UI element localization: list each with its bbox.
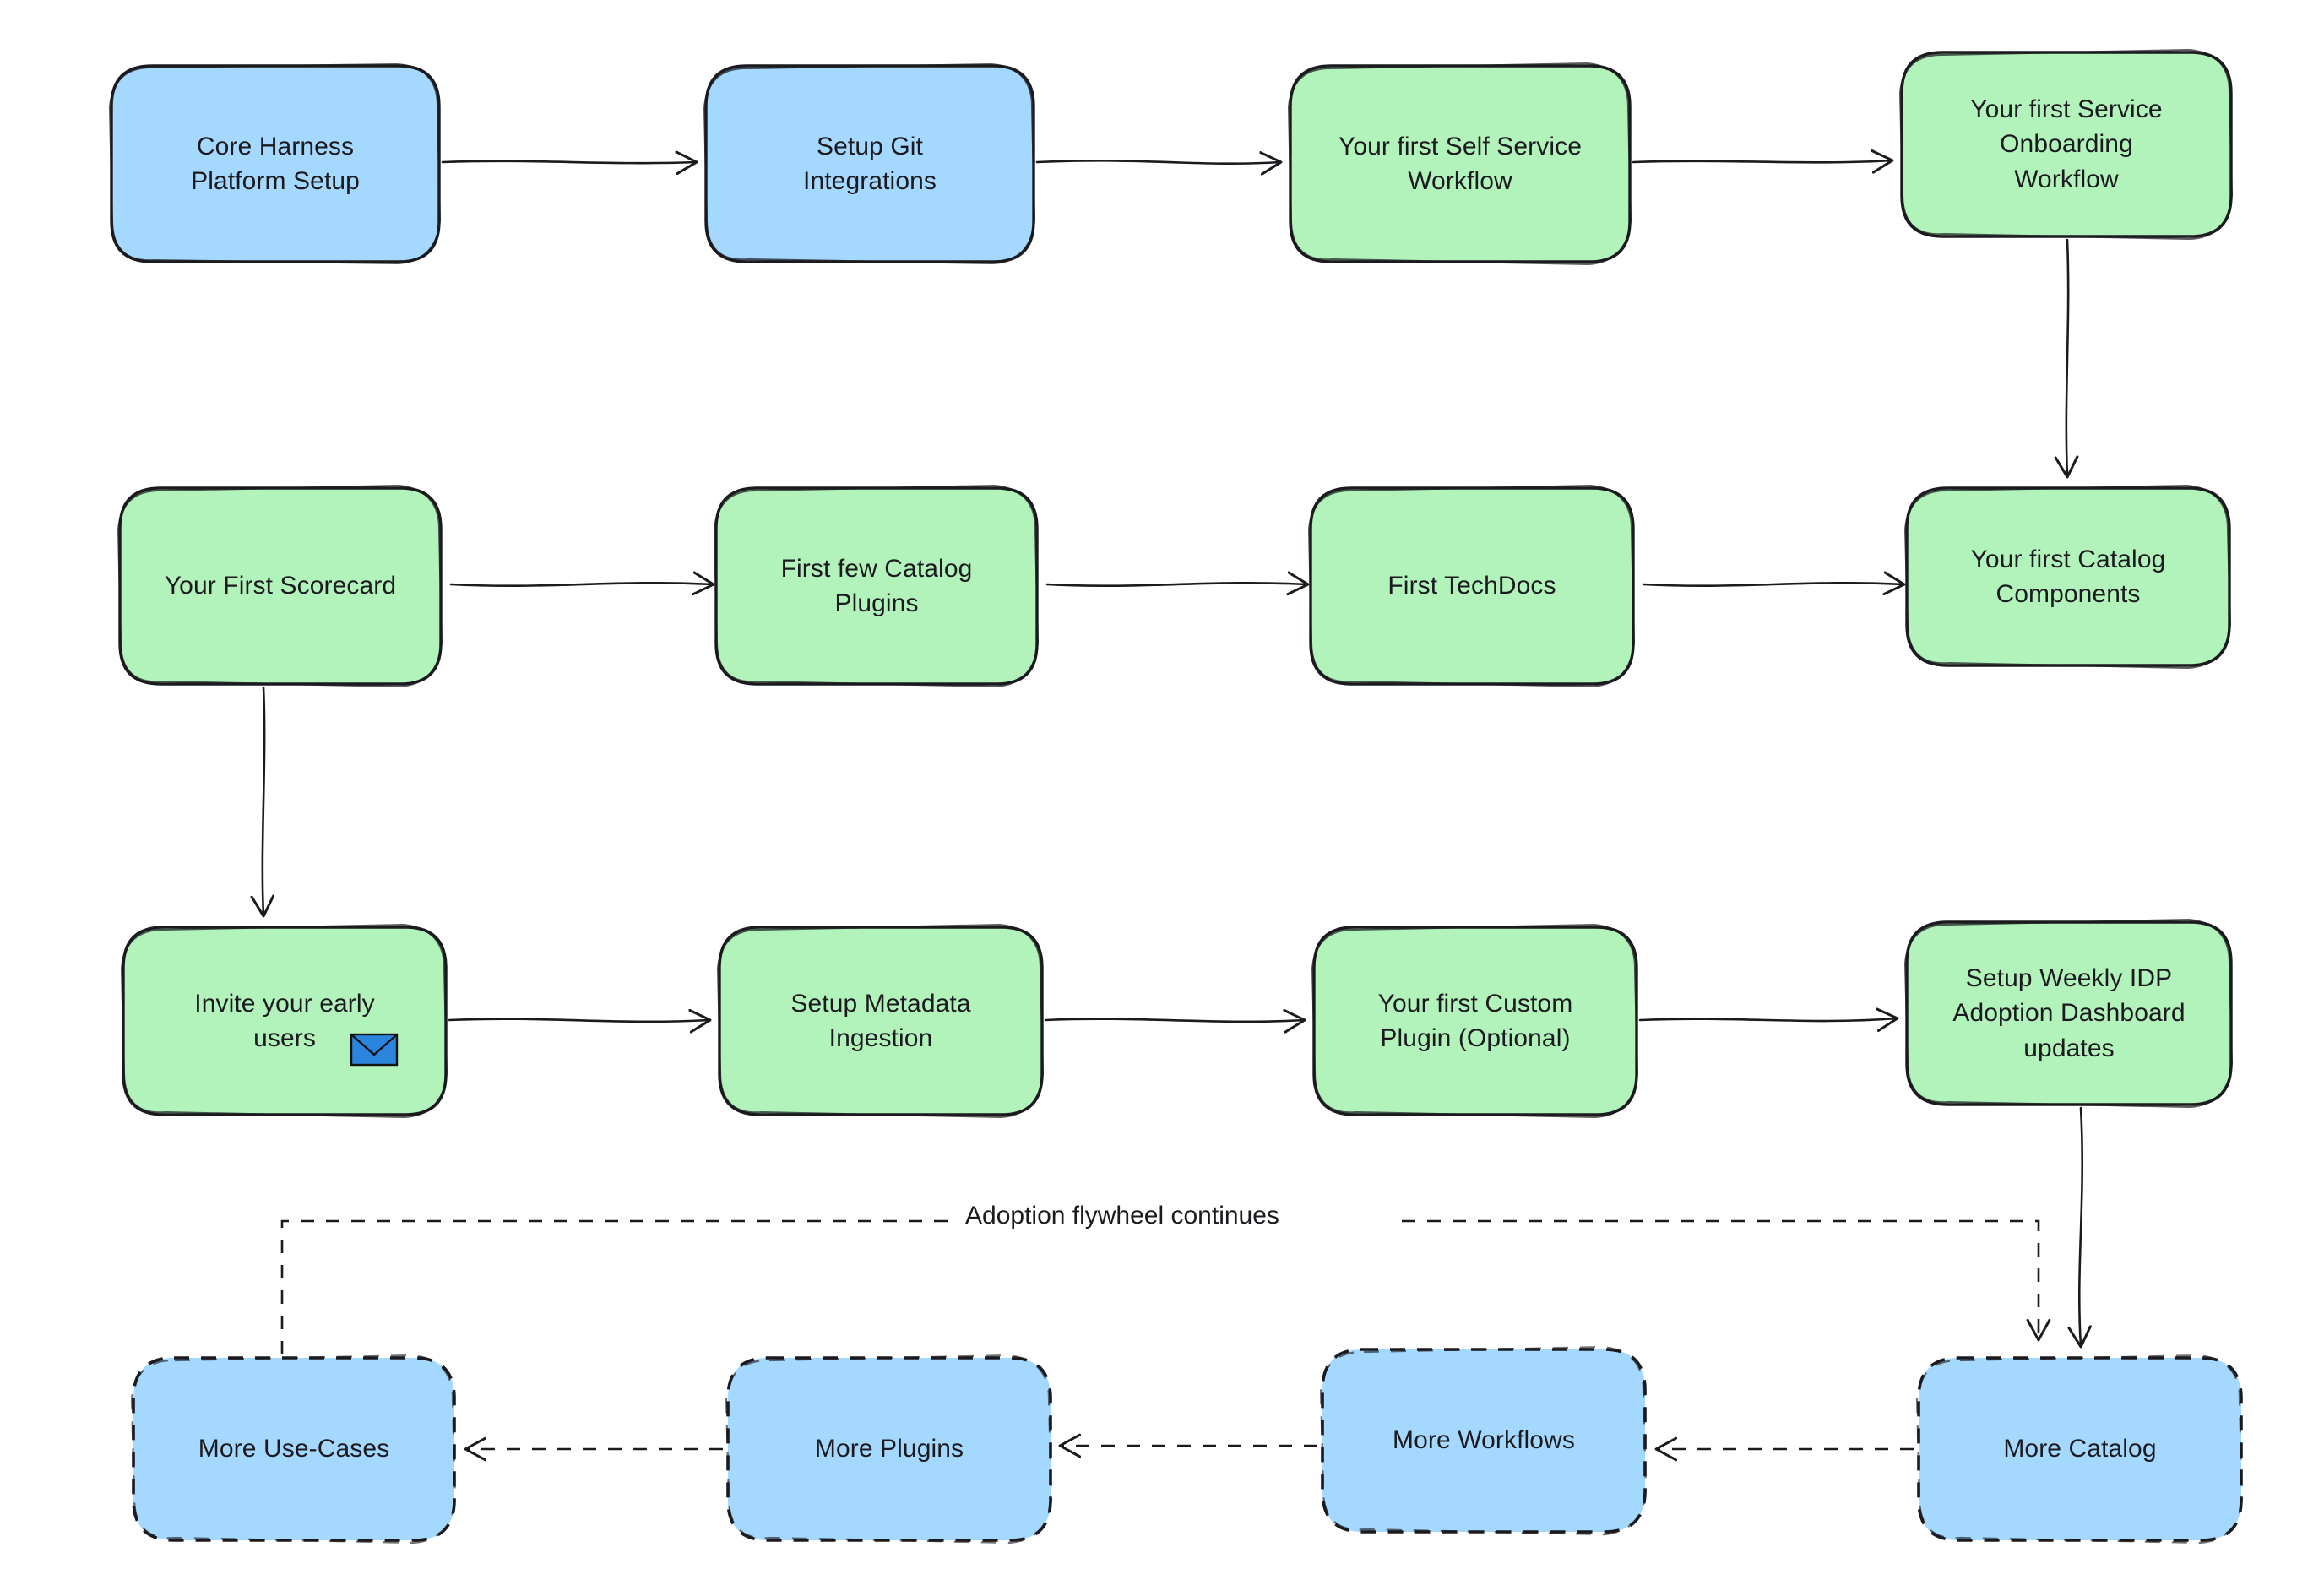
edge-customplugin-to-weeklyidp (1638, 1018, 1897, 1021)
edge-invite-to-metadata (448, 1019, 709, 1022)
node-setup-git-integrations[interactable] (703, 62, 1036, 265)
node-more-catalog[interactable] (1915, 1354, 2244, 1544)
node-more-workflows[interactable] (1319, 1345, 1648, 1536)
node-your-first-service-onboarding-workflow[interactable] (1898, 48, 2234, 241)
node-more-use-cases[interactable] (130, 1354, 457, 1544)
node-your-first-self-service-workflow[interactable] (1287, 62, 1632, 266)
node-first-techdocs[interactable] (1307, 484, 1636, 688)
edge-core-to-git (441, 161, 696, 163)
edge-plugins-to-scorecard (449, 583, 713, 585)
edge-catalogcomponents-to-techdocs (1642, 583, 1903, 585)
node-more-plugins[interactable] (725, 1354, 1053, 1544)
node-setup-metadata-ingestion[interactable] (716, 923, 1045, 1119)
node-your-first-custom-plugin[interactable] (1311, 923, 1639, 1119)
node-first-few-catalog-plugins[interactable] (713, 484, 1040, 688)
edge-flywheel-loop-right (1402, 1219, 2039, 1339)
node-your-first-scorecard[interactable] (117, 484, 443, 688)
node-core-harness-platform-setup[interactable] (108, 62, 442, 265)
node-your-first-catalog-components[interactable] (1903, 484, 2232, 670)
envelope-icon (350, 1033, 399, 1067)
node-invite-your-early-users[interactable] (120, 923, 448, 1119)
edge-flywheel-loop-left (280, 1219, 957, 1354)
edge-onboarding-to-catalogcomponents (2066, 238, 2068, 476)
edge-weeklyidp-to-morecatalog (2079, 1106, 2082, 1346)
edge-scorecard-to-invite (263, 686, 264, 915)
edge-git-to-selfservice (1035, 160, 1280, 163)
edge-metadata-to-customplugin (1044, 1019, 1304, 1022)
edge-techdocs-to-plugins (1045, 583, 1307, 585)
edge-selfservice-to-onboarding (1632, 160, 1892, 162)
node-setup-weekly-idp-adoption-dashboard-updates[interactable] (1903, 918, 2234, 1109)
edge-label-adoption-flywheel-continues: Adoption flywheel continues (957, 1199, 1288, 1232)
